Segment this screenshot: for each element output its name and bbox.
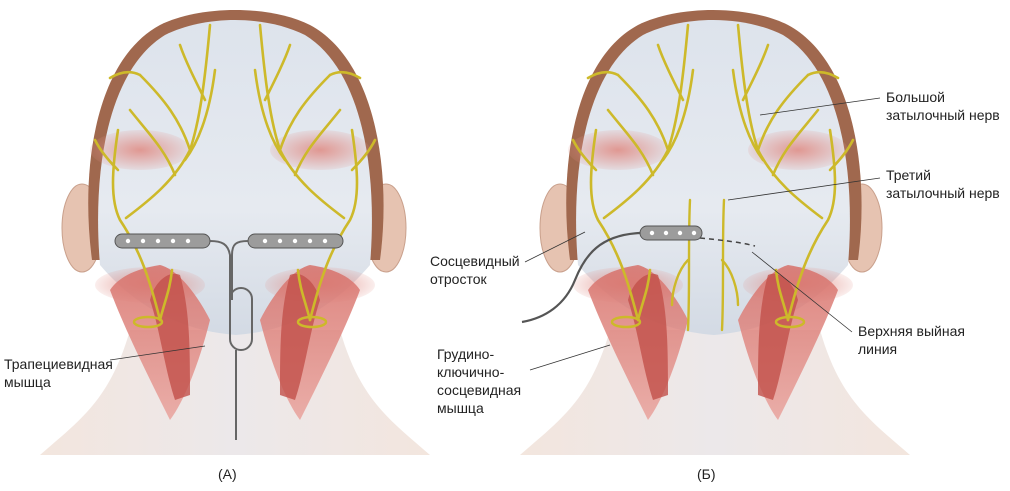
label-greater-occipital-nerve: Большой затылочный нерв: [886, 89, 1000, 123]
electrode-left-a: [114, 233, 211, 249]
third-occipital-nerves-b: [670, 198, 740, 332]
lead-wire-b: [521, 231, 641, 324]
panel-b: [520, 10, 910, 455]
label-third-occipital-nerve: Третий затылочный нерв: [886, 167, 1000, 201]
electrode-b: [639, 225, 703, 241]
label-mastoid: Сосцевидный отросток: [430, 253, 520, 287]
right-scm-a: [280, 273, 320, 400]
right-scm-b: [758, 273, 798, 400]
scalp-b: [576, 20, 850, 335]
scalp-a: [98, 20, 372, 335]
left-scm-a: [150, 273, 190, 400]
neck-b: [520, 330, 910, 455]
panel-a: [40, 10, 430, 455]
label-trapezius: Трапециевидная мышца: [4, 356, 113, 390]
caption-b: (Б): [697, 466, 716, 482]
electrode-right-a: [247, 233, 344, 249]
lead-wires-a: [209, 240, 253, 440]
label-scm: Грудино- ключично- сосцевидная мышца: [437, 346, 522, 416]
caption-a: (А): [218, 466, 237, 482]
nuchal-line-b: [699, 237, 756, 247]
left-scm-b: [628, 273, 668, 400]
label-superior-nuchal-line: Верхняя выйная линия: [858, 323, 965, 357]
